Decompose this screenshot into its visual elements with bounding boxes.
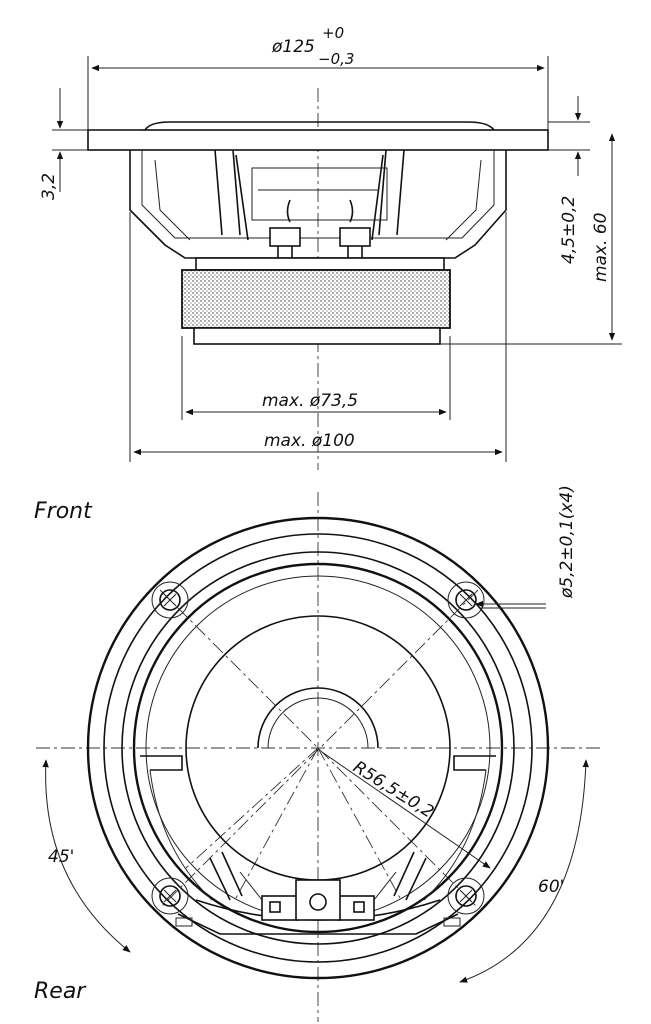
surround-inner: [132, 562, 504, 934]
magnet: [181, 269, 451, 329]
magnet-diameter-label: max. ø73,5: [262, 391, 358, 411]
basket-leg-left: [214, 149, 249, 241]
angle-left-label: 45': [48, 847, 74, 867]
angle-60-arc: [459, 759, 589, 983]
terminal-left: [269, 227, 301, 247]
mount-hole-bottom-right: [447, 877, 485, 915]
top-plate: [195, 257, 445, 271]
front-view: ø5,2±0,1(x4) R56,5±0,2 45' 60' Front Rea…: [34, 485, 600, 1022]
front-label: Front: [34, 499, 93, 524]
angle-45-arc: [42, 759, 131, 953]
outer-diameter-label: ø125: [271, 37, 315, 57]
mount-hole-top-right: [447, 581, 485, 619]
mount-depth-label: 4,5±0,2: [559, 196, 579, 264]
rear-basket: [140, 755, 496, 935]
outer-tol-minus: −0,3: [318, 50, 354, 68]
basket-diameter-label: max. ø100: [264, 431, 355, 451]
motor-window: [251, 167, 388, 221]
radius-label: R56,5±0,2: [349, 757, 437, 822]
rear-terminal-right: [337, 895, 375, 921]
dust-cap: [257, 687, 379, 749]
surround: [144, 121, 495, 131]
mount-hole-bottom-left: [151, 877, 189, 915]
mount-hole-top-left: [151, 581, 189, 619]
surround-outer: [121, 551, 515, 945]
flange-thickness-label: 3,2: [39, 173, 59, 200]
hole-spec-label: ø5,2±0,1(x4): [557, 485, 577, 599]
mounting-flange: [87, 129, 549, 151]
flange-outer-edge: [86, 516, 550, 980]
terminal-right: [339, 227, 371, 247]
angle-right-label: 60': [538, 877, 564, 897]
basket-leg-right: [371, 149, 405, 241]
vent-hole: [309, 893, 327, 911]
back-plate: [193, 327, 441, 345]
outer-tol-plus: +0: [322, 24, 344, 42]
vent-block: [295, 879, 341, 921]
flange-inner-edge: [103, 533, 533, 963]
rear-label: Rear: [34, 979, 87, 1004]
side-view: ø125 +0 −0,3 3,2 4,5±0,2 max. 60 max. ø7…: [39, 24, 622, 470]
max-depth-label: max. 60: [591, 213, 611, 282]
